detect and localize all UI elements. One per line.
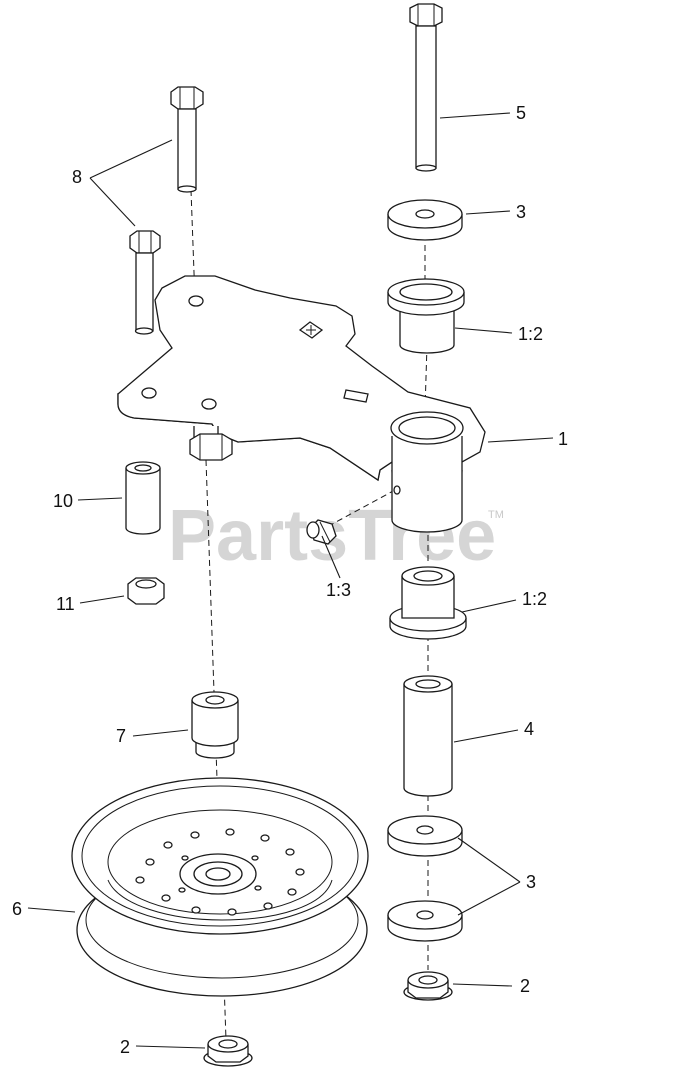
part-1-idler-arm xyxy=(117,275,486,533)
part-8-bolt-lower xyxy=(129,230,161,335)
callout-1-3: 1:3 xyxy=(326,580,351,600)
callout-1-2-top: 1:2 xyxy=(518,324,543,344)
part-2-flange-nut-right xyxy=(403,971,453,1001)
part-1-2-bushing-bottom xyxy=(389,566,467,640)
callout-11: 11 xyxy=(56,594,75,614)
watermark-tm: TM xyxy=(488,509,504,521)
part-2-flange-nut-left xyxy=(203,1035,253,1067)
callout-1-2-bottom: 1:2 xyxy=(522,589,547,609)
part-1-3-grease-fitting xyxy=(306,519,337,545)
part-8-bolt-upper xyxy=(170,86,204,193)
part-3-washer-middle xyxy=(387,815,463,857)
callout-8: 8 xyxy=(72,167,82,187)
part-6-pulley xyxy=(71,777,369,997)
callout-5: 5 xyxy=(516,103,526,123)
callout-10: 10 xyxy=(53,491,73,511)
callout-4: 4 xyxy=(524,719,534,739)
part-10-spacer xyxy=(125,461,161,535)
callout-6: 6 xyxy=(12,899,22,919)
part-5-bolt xyxy=(409,3,443,172)
part-3-washer-lower xyxy=(387,900,463,942)
callout-7: 7 xyxy=(116,726,126,746)
part-4-spacer xyxy=(403,675,453,797)
callout-2-right: 2 xyxy=(520,976,530,996)
axis-grease-fitting xyxy=(324,489,396,529)
callout-3-bottom: 3 xyxy=(526,872,536,892)
part-7-stepped-spacer xyxy=(191,691,239,759)
leader-lines xyxy=(27,112,554,1049)
part-1-2-bushing-top xyxy=(387,278,465,354)
callout-2-left: 2 xyxy=(120,1037,130,1057)
callout-3-top: 3 xyxy=(516,202,526,222)
part-3-washer-top xyxy=(387,199,463,241)
part-11-nut xyxy=(127,577,165,605)
callout-1: 1 xyxy=(558,429,568,449)
